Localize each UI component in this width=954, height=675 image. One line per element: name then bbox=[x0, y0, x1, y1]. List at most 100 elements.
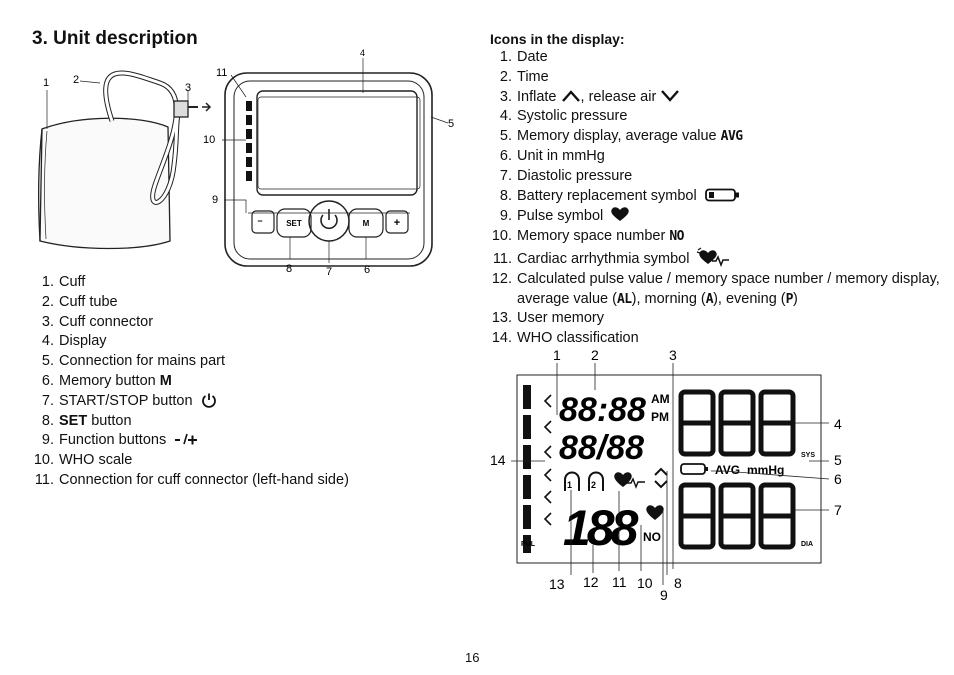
arrhythmia-heart-icon bbox=[697, 247, 730, 268]
lcd-no: NO bbox=[643, 530, 661, 544]
device-body-illustration bbox=[224, 72, 433, 267]
user-memory-1-icon bbox=[564, 471, 580, 491]
list-item: 1.Date bbox=[499, 49, 548, 65]
device-callout-11: 11 bbox=[216, 67, 227, 79]
device-display-illustration bbox=[256, 90, 418, 196]
device-callout-3: 3 bbox=[185, 82, 191, 94]
cuff-connector-illustration bbox=[173, 100, 189, 118]
who-scale-brackets bbox=[543, 394, 552, 526]
battery-icon bbox=[704, 188, 739, 201]
display-callout-14: 14 bbox=[490, 452, 506, 468]
device-callout-5: 5 bbox=[448, 118, 454, 130]
device-callout-9: 9 bbox=[212, 194, 218, 206]
display-callout-2: 2 bbox=[591, 347, 599, 363]
page-number: 16 bbox=[465, 650, 480, 665]
lcd-frame bbox=[516, 374, 822, 564]
lcd-user2: 2 bbox=[591, 480, 596, 490]
device-callout-4: 4 bbox=[360, 48, 365, 58]
list-item: 14.WHO classification bbox=[491, 330, 639, 347]
list-item: 4.Systolic pressure bbox=[499, 108, 628, 125]
list-item: 3.Inflate , release air bbox=[490, 88, 947, 108]
list-item: 9.Function buttons bbox=[32, 431, 349, 451]
set-button-illustration bbox=[276, 208, 312, 238]
lcd-systolic-digits bbox=[678, 389, 796, 457]
display-callout-10: 10 bbox=[637, 575, 653, 591]
lcd-user1: 1 bbox=[567, 480, 572, 490]
section-title: 3. Unit description bbox=[32, 28, 198, 49]
display-callout-8: 8 bbox=[674, 575, 682, 591]
plus-label: + bbox=[394, 217, 400, 229]
lcd-arrhythmia-icon bbox=[614, 472, 632, 487]
icons-heading: Icons in the display: bbox=[490, 31, 625, 47]
memory-label: M bbox=[363, 219, 370, 228]
icons-list: 1.Date 2.Time 3.Inflate , release air 4.… bbox=[490, 48, 947, 349]
display-callout-3: 3 bbox=[669, 347, 677, 363]
list-item: 13.User memory bbox=[491, 310, 605, 327]
heart-icon bbox=[611, 207, 629, 222]
list-item: 2.Cuff tube bbox=[41, 293, 118, 310]
display-callout-6: 6 bbox=[834, 471, 842, 487]
power-icon bbox=[201, 393, 216, 408]
avg-seg-label: AVG bbox=[720, 129, 743, 145]
list-item: 7.Diastolic pressure bbox=[499, 167, 633, 184]
list-item: 8.SET button bbox=[41, 412, 132, 429]
list-item: 3.Cuff connector bbox=[41, 313, 154, 330]
plus-button-illustration bbox=[385, 210, 409, 234]
device-callout-6: 6 bbox=[364, 264, 370, 276]
lcd-sys: SYS bbox=[801, 452, 815, 459]
user-memory-2-icon bbox=[588, 471, 604, 491]
lcd-avg: AVG bbox=[715, 463, 740, 477]
display-callout-5: 5 bbox=[834, 452, 842, 468]
display-callout-7: 7 bbox=[834, 502, 842, 518]
who-scale-bars bbox=[523, 385, 531, 553]
lcd-dia: DIA bbox=[801, 541, 813, 548]
set-label: SET bbox=[286, 219, 302, 228]
inflate-icon bbox=[561, 89, 580, 102]
no-seg-label: NO bbox=[669, 229, 684, 245]
lcd-inflate-deflate-icon bbox=[654, 467, 668, 489]
display-callout-1: 1 bbox=[553, 347, 561, 363]
lcd-am: AM bbox=[651, 392, 670, 406]
minus-plus-icon bbox=[175, 434, 198, 445]
list-item: 6.Unit in mmHg bbox=[499, 147, 605, 164]
list-item: 10.WHO scale bbox=[33, 452, 133, 469]
display-callout-12: 12 bbox=[583, 574, 599, 590]
list-item: 9.Pulse symbol bbox=[490, 206, 947, 227]
display-callout-9: 9 bbox=[660, 587, 668, 603]
lcd-battery-icon bbox=[680, 463, 706, 475]
list-item: 5.Connection for mains part bbox=[41, 353, 226, 370]
display-figure: 88:88 88/88 AM PM SYS DIA PUL 1 2 AVG mm… bbox=[490, 347, 842, 603]
list-item: 10.Memory space number NO bbox=[491, 228, 685, 245]
lcd-pm: PM bbox=[651, 410, 669, 424]
display-callout-4: 4 bbox=[834, 416, 842, 432]
lcd-pul: PUL bbox=[521, 541, 536, 548]
list-item: 7.START/STOP button bbox=[32, 392, 349, 412]
device-callout-8: 8 bbox=[286, 263, 292, 275]
cuff-illustration bbox=[39, 117, 171, 250]
device-callout-2: 2 bbox=[73, 74, 79, 86]
lcd-diastolic-digits bbox=[678, 482, 796, 550]
list-item: 8.Battery replacement symbol bbox=[490, 187, 947, 207]
minus-button-illustration bbox=[251, 210, 275, 234]
lcd-date: 88/88 bbox=[559, 429, 644, 467]
device-callout-10: 10 bbox=[203, 134, 215, 146]
list-item: 2.Time bbox=[499, 68, 549, 85]
display-callout-13: 13 bbox=[549, 576, 565, 592]
parts-list: 1.Cuff 2.Cuff tube 3.Cuff connector 4.Di… bbox=[32, 273, 349, 491]
lcd-time: 88:88 bbox=[559, 391, 646, 429]
list-item: 12.Calculated pulse value / memory space… bbox=[491, 270, 940, 307]
list-item: 4.Display bbox=[41, 333, 107, 350]
display-callout-11: 11 bbox=[612, 574, 627, 590]
lcd-heart-icon bbox=[646, 505, 664, 520]
list-item: 11.Connection for cuff connector (left-h… bbox=[34, 471, 349, 488]
lcd-pulse-digits: 188 bbox=[563, 500, 639, 556]
device-figure: − SET M + 1 2 3 4 5 6 7 8 9 10 11 bbox=[38, 48, 454, 278]
list-item: 11.Cardiac arrhythmia symbol bbox=[490, 247, 947, 270]
list-item: 1.Cuff bbox=[41, 274, 86, 290]
minus-label: − bbox=[257, 216, 262, 226]
device-callout-7: 7 bbox=[326, 266, 332, 278]
list-item: 6.Memory button M bbox=[41, 372, 172, 389]
device-callout-1: 1 bbox=[43, 77, 49, 89]
list-item: 5.Memory display, average value AVG bbox=[499, 128, 743, 145]
release-air-icon bbox=[661, 89, 680, 102]
